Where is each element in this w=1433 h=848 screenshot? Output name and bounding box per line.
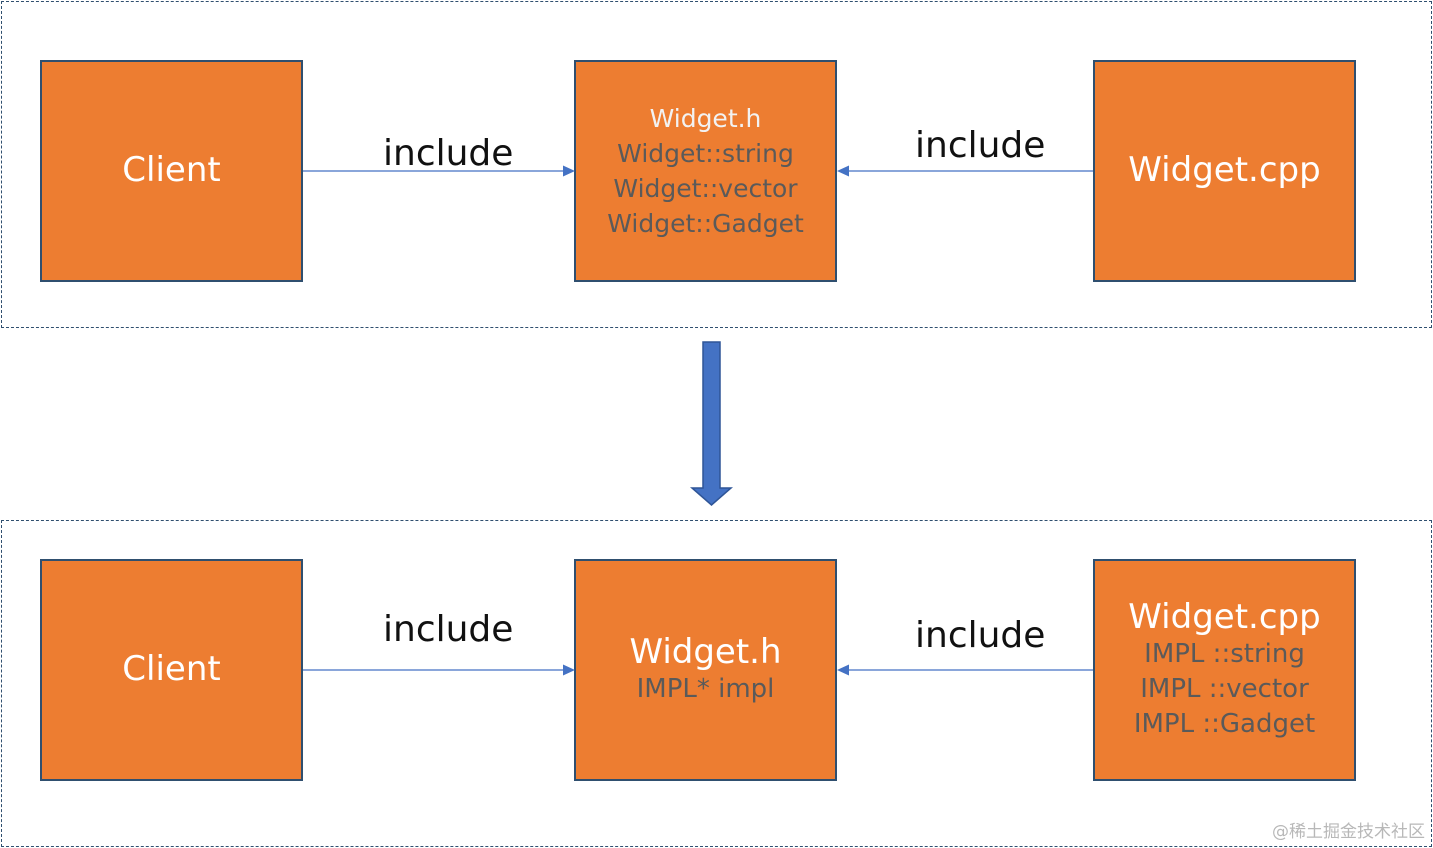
- impl-pointer-line: IMPL* impl: [636, 674, 775, 705]
- client-box-top: Client: [40, 60, 303, 282]
- include-label-top-right: include: [915, 125, 1046, 166]
- include-label-bottom-left: include: [383, 609, 514, 650]
- include-label-top-left: include: [383, 133, 514, 174]
- before-panel: [1, 1, 1432, 328]
- after-panel: [1, 520, 1432, 847]
- client-box-bottom: Client: [40, 559, 303, 781]
- client-label-top: Client: [122, 150, 221, 191]
- widget-string-line: Widget::string: [617, 139, 794, 168]
- widget-vector-line: Widget::vector: [613, 174, 798, 203]
- widget-cpp-label-top: Widget.cpp: [1128, 150, 1321, 191]
- widget-h-box-bottom: Widget.h IMPL* impl: [574, 559, 837, 781]
- widget-cpp-box-top: Widget.cpp: [1093, 60, 1356, 282]
- include-label-bottom-right: include: [915, 615, 1046, 656]
- widget-h-title-top: Widget.h: [649, 104, 762, 133]
- widget-h-box-top: Widget.h Widget::string Widget::vector W…: [574, 60, 837, 282]
- widget-gadget-line: Widget::Gadget: [607, 209, 804, 238]
- watermark: @稀土掘金技术社区: [1272, 822, 1425, 842]
- impl-vector-line: IMPL ::vector: [1140, 674, 1309, 705]
- widget-cpp-box-bottom: Widget.cpp IMPL ::string IMPL ::vector I…: [1093, 559, 1356, 781]
- widget-h-title-bottom: Widget.h: [629, 631, 782, 672]
- impl-gadget-line: IMPL ::Gadget: [1133, 709, 1316, 740]
- widget-cpp-title-bottom: Widget.cpp: [1128, 596, 1321, 637]
- transition-down-arrow: [689, 341, 734, 506]
- impl-string-line: IMPL ::string: [1144, 639, 1305, 670]
- client-label-bottom: Client: [122, 649, 221, 690]
